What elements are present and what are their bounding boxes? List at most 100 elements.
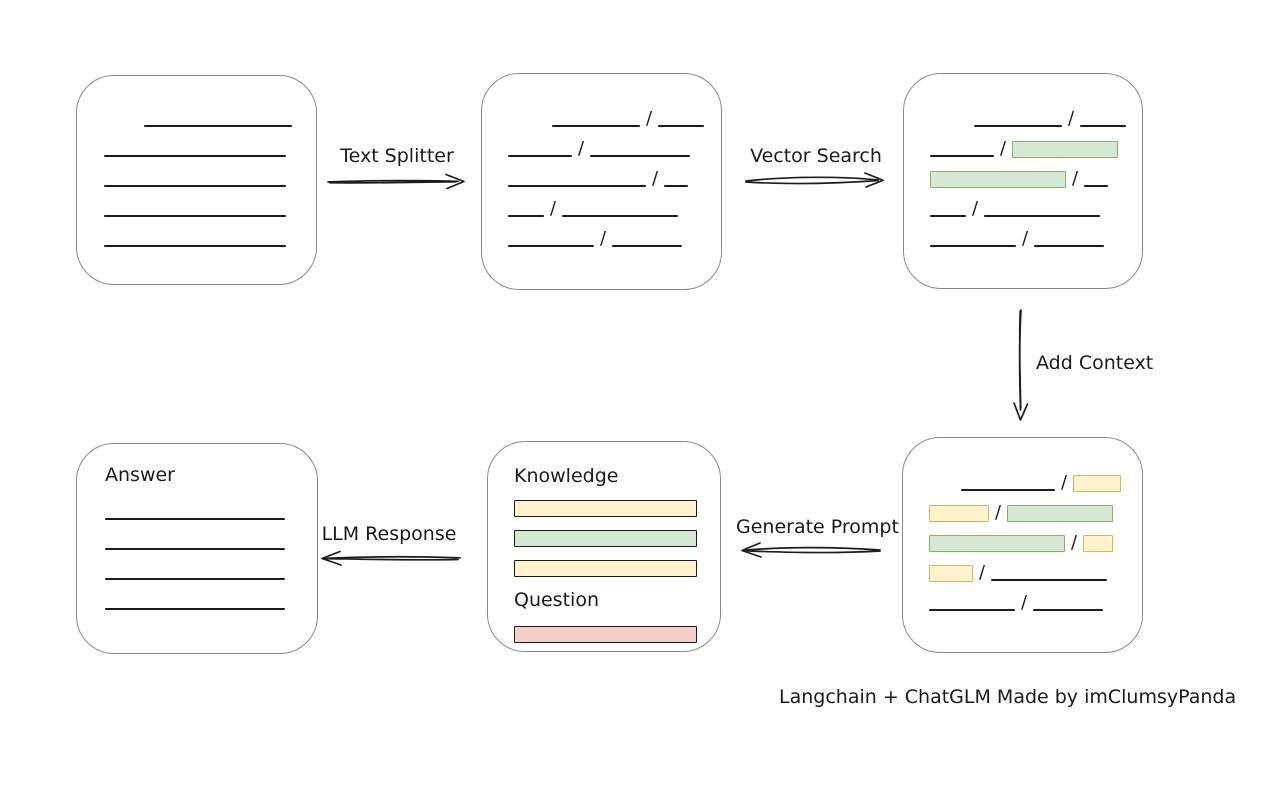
yellow-highlight-bar [514,500,697,517]
text-line [930,215,966,217]
text-row: / [508,196,696,219]
text-row [105,589,289,611]
vector-result-lines: / / / / / [904,74,1142,249]
green-highlight-bar [514,530,697,547]
text-line [562,215,679,217]
text-line [929,609,1015,611]
chunk-separator-slash: / [1071,532,1078,553]
text-line [658,125,705,127]
text-line [1034,245,1105,247]
text-line [104,245,286,247]
green-highlight-bar [929,535,1065,552]
text-row: / [508,136,696,159]
chunk-separator-slash: / [1061,472,1068,493]
chunk-separator-slash: / [652,168,659,189]
text-row: / [929,530,1117,553]
text-row [104,220,286,248]
text-line [508,185,646,187]
text-splitter-label: Text Splitter [340,145,454,167]
yellow-highlight-bar [929,505,989,522]
green-highlight-bar [930,171,1066,188]
text-line [105,548,285,550]
chunk-separator-slash: / [979,562,986,583]
text-row [104,190,286,218]
yellow-highlight-bar [929,565,973,582]
text-row [104,160,286,188]
text-row [105,559,289,581]
text-line [508,215,544,217]
text-row: / [930,166,1117,189]
indent-space [104,127,138,128]
chunk-separator-slash: / [1072,168,1079,189]
chunk-separator-slash: / [578,138,585,159]
question-bars [514,626,697,643]
caption: Langchain + ChatGLM Made by imClumsyPand… [779,686,1237,708]
yellow-highlight-bar [1073,475,1122,492]
chunk-separator-slash: / [550,198,557,219]
add-context-arrow-down-icon [1013,309,1029,421]
vector-search-arrow-right-icon [745,172,884,188]
text-row: / [930,106,1127,129]
add-context-label: Add Context [1036,352,1154,374]
text-line [991,579,1108,581]
text-line [105,608,285,610]
text-row: / [929,500,1117,523]
text-row: / [930,196,1117,219]
text-row: / [929,470,1122,493]
text-row [105,499,289,521]
knowledge-heading: Knowledge [514,465,619,487]
green-highlight-bar [1007,505,1114,522]
chunk-separator-slash: / [646,108,653,129]
context-chunks-box: / / / / / [902,437,1143,653]
chunk-separator-slash: / [972,198,979,219]
text-line [144,125,292,127]
text-line [930,245,1016,247]
context-lines: / / / / / [903,438,1142,613]
generate-prompt-label: Generate Prompt [736,516,899,538]
text-line [105,578,285,580]
llm-response-label: LLM Response [321,523,457,545]
vector-results-box: / / / / / [903,73,1143,289]
text-line [1084,185,1109,187]
text-row [104,130,286,158]
text-line [974,125,1062,127]
text-row: / [929,590,1117,613]
text-row: / [508,166,696,189]
chunk-separator-slash: / [1000,138,1007,159]
indent-space [930,127,968,128]
text-row [105,529,289,551]
indent-space [929,491,955,492]
generate-prompt-arrow-left-icon [741,542,881,558]
text-line [104,155,286,157]
split-chunks-box: / / / / / [481,73,722,290]
chunk-separator-slash: / [1022,228,1029,249]
answer-lines [105,499,289,611]
vector-search-label: Vector Search [750,145,882,167]
knowledge-bars [514,500,697,577]
text-row: / [508,226,696,249]
yellow-highlight-bar [1083,535,1114,552]
text-line [590,155,691,157]
text-line [1033,609,1104,611]
text-line [105,518,285,520]
text-line [508,155,572,157]
text-splitter-arrow-right-icon [327,173,465,190]
text-row [104,100,292,128]
text-line [1080,125,1127,127]
red-highlight-bar [514,626,697,643]
green-highlight-bar [1012,141,1119,158]
llm-response-arrow-left-icon [321,550,461,566]
source-document-box [76,75,317,285]
yellow-highlight-bar [514,560,697,577]
text-row: / [930,226,1117,249]
text-line [664,185,689,187]
text-line [930,155,994,157]
text-line [104,185,286,187]
text-line [984,215,1101,217]
text-line [508,245,594,247]
chunk-separator-slash: / [600,228,607,249]
answer-box: Answer [76,443,318,654]
prompt-box: Knowledge Question [487,441,721,652]
answer-heading: Answer [105,464,175,486]
